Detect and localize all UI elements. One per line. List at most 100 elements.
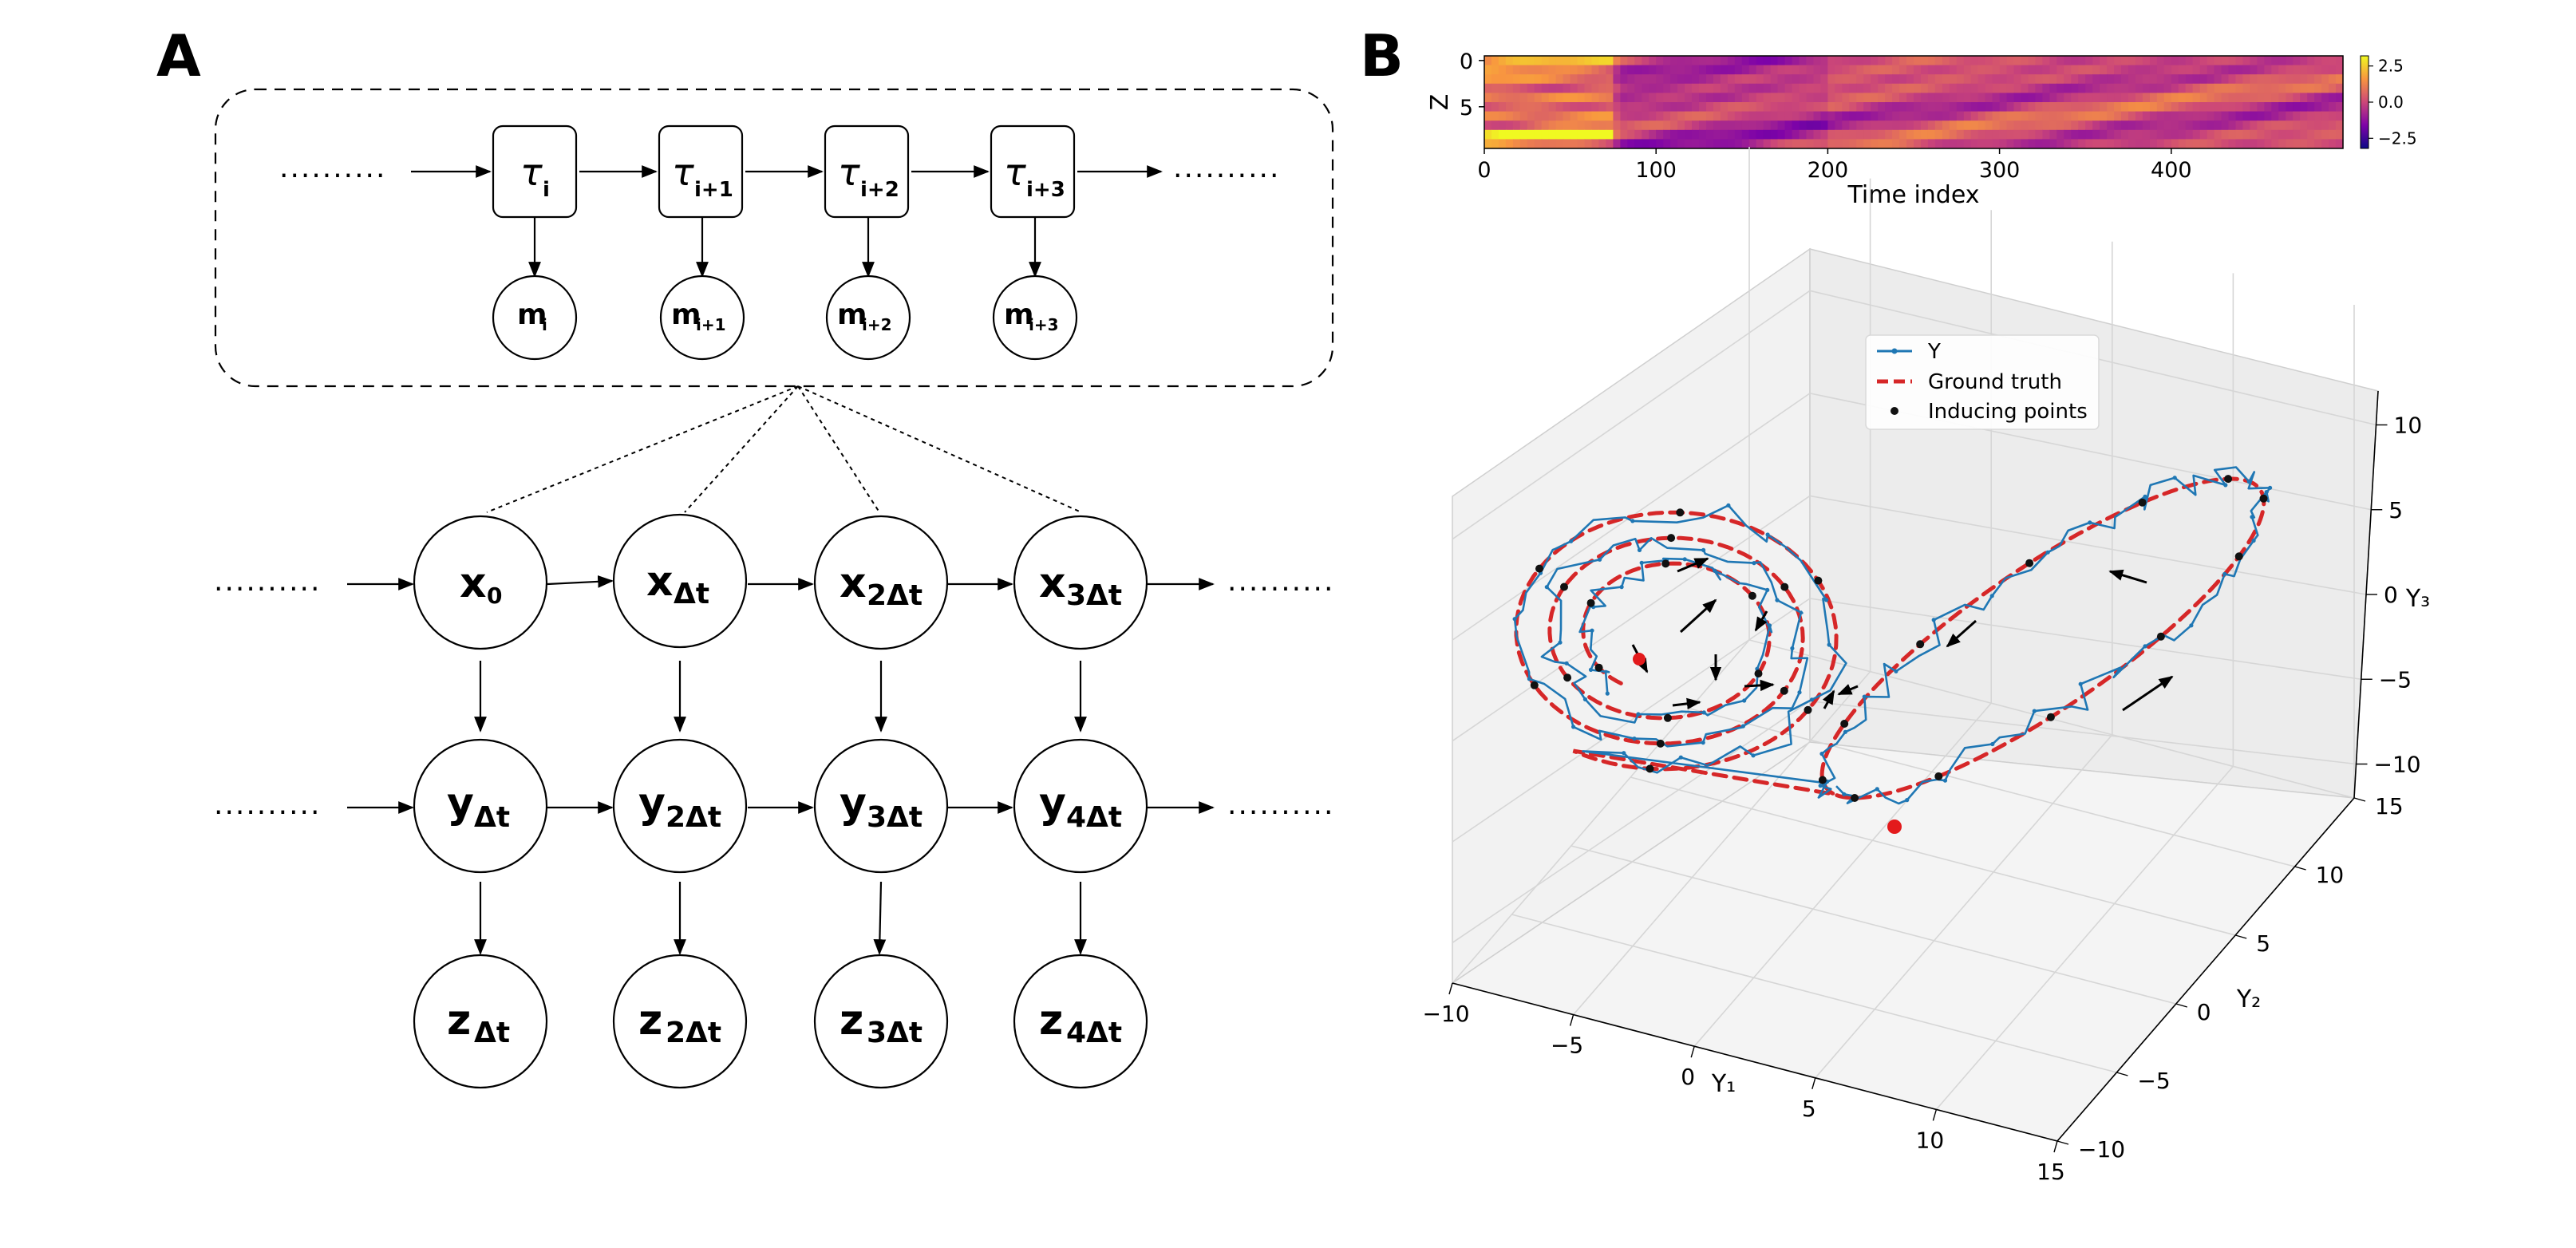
heatmap-cell [1856, 139, 1864, 149]
heatmap-cell [2329, 139, 2337, 149]
heatmap-cell [1921, 65, 1929, 75]
heatmap-cell [1734, 93, 1743, 103]
heatmap-cell [1756, 139, 1764, 149]
heatmap-cell [1713, 74, 1721, 85]
heatmap-cell [1784, 56, 1793, 66]
heatmap-cell [1563, 111, 1571, 121]
heatmap-cell [2028, 74, 2037, 85]
heatmap-cell [1598, 139, 1607, 149]
heatmap-cell [1734, 56, 1743, 66]
heatmap-cell [1527, 56, 1535, 66]
heatmap-cell [1598, 129, 1607, 140]
heatmap-cell [1656, 56, 1664, 66]
heatmap-cell [2021, 83, 2029, 93]
heatmap-cell [2278, 65, 2286, 75]
heatmap-cell [2314, 56, 2322, 66]
heatmap-cell [2293, 56, 2301, 66]
heatmap-cell [1892, 56, 1900, 66]
heatmap-cell [1963, 74, 1972, 85]
heatmap-cell [1813, 139, 1822, 149]
heatmap-cell [2307, 56, 2315, 66]
heatmap-cell [2307, 65, 2315, 75]
heatmap-cell [1613, 139, 1621, 149]
m-node-i: m i [492, 274, 578, 361]
heatmap-cell [1949, 93, 1958, 103]
heatmap-cell [1799, 111, 1808, 121]
heatmap-cell [2286, 65, 2294, 75]
heatmap-cell [1734, 120, 1743, 131]
heatmap-cell [2228, 83, 2237, 93]
heatmap-cell [2199, 74, 2208, 85]
heatmap-cell [1591, 93, 1600, 103]
heatmap-cell [1642, 139, 1650, 149]
heatmap-cell [1627, 65, 1635, 75]
heatmap-cell [1770, 102, 1779, 113]
heatmap-cell [2321, 139, 2329, 149]
heatmap-cell [2242, 139, 2251, 149]
heatmap-cell [2192, 111, 2201, 121]
heatmap-cell [2185, 83, 2194, 93]
heatmap-cell [2071, 102, 2079, 113]
heatmap-cell [1849, 65, 1857, 75]
heatmap-cell [1670, 120, 1678, 131]
heatmap-cell [2307, 83, 2315, 93]
heatmap-cell [2221, 129, 2230, 140]
heatmap-cell [1570, 56, 1578, 66]
heatmap-cell [1985, 56, 1993, 66]
heatmap-cell [2006, 129, 2015, 140]
heatmap-cell [1878, 83, 1886, 93]
heatmap-cell [1570, 102, 1578, 113]
heatmap-cell [1663, 65, 1671, 75]
heatmap-cell [1813, 102, 1822, 113]
heatmap-cell [2185, 111, 2194, 121]
heatmap-cell [1906, 111, 1914, 121]
y-marker [1989, 594, 1994, 598]
y-tick-label: 5 [2256, 930, 2270, 957]
heatmap-cell [1770, 74, 1779, 85]
heatmap-cell [2264, 139, 2272, 149]
x-tick [2053, 1140, 2058, 1153]
heatmap-cell [1763, 111, 1772, 121]
heatmap-cell [1606, 83, 1614, 93]
heatmap-cell [2314, 102, 2322, 113]
heatmap-cell [2028, 111, 2037, 121]
heatmap-cell [1777, 102, 1786, 113]
heatmap-cell [1942, 56, 1950, 66]
heatmap-cell [1491, 102, 1499, 113]
heatmap-cell [1992, 65, 2001, 75]
heatmap-cell [2100, 111, 2108, 121]
heatmap-cell [1570, 65, 1578, 75]
heatmap-cell [1541, 74, 1550, 85]
heatmap-cell [1856, 120, 1864, 131]
heatmap-cell [1541, 56, 1550, 66]
heatmap-cell [2056, 111, 2064, 121]
heatmap-cell [1519, 65, 1528, 75]
heatmap-cell [1734, 65, 1743, 75]
heatmap-cell [1899, 56, 1907, 66]
heatmap-cell [2149, 74, 2158, 85]
heatmap-cell [1512, 120, 1521, 131]
heatmap-cell [2121, 65, 2129, 75]
heatmap-frame [1484, 55, 2344, 149]
heatmap-cell [1784, 120, 1793, 131]
heatmap-cell [1906, 102, 1914, 113]
heatmap-cell [1512, 102, 1521, 113]
heatmap-cell [1627, 120, 1635, 131]
y-marker [1742, 698, 1747, 703]
heatmap-cell [1713, 65, 1721, 75]
heatmap-cell [1484, 111, 1492, 121]
heatmap-cell [2056, 65, 2064, 75]
heatmap-cell [1784, 83, 1793, 93]
heatmap-cell [1505, 139, 1514, 149]
heatmap-cell [2250, 129, 2258, 140]
heatmap-cell [1792, 65, 1800, 75]
heatmap-cell [1970, 65, 1979, 75]
inducing-point [2259, 494, 2268, 503]
inducing-point [1754, 669, 1763, 678]
heatmap-cell [1484, 129, 1492, 140]
heatmap-cell [1777, 139, 1786, 149]
heatmap-cell [2006, 111, 2015, 121]
svg-text:x: x [1039, 559, 1066, 607]
svg-text:i: i [542, 315, 547, 334]
heatmap-cell [2271, 93, 2279, 103]
